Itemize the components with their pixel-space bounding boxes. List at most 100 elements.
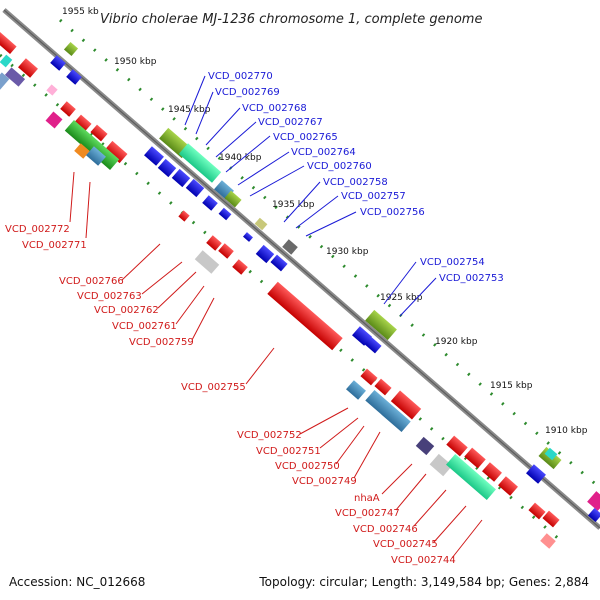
gene-feature: [267, 281, 343, 351]
forward-gene-labels: VCD_002770 VCD_002769 VCD_002768 VCD_002…: [208, 71, 504, 284]
gene-label: VCD_002768: [242, 103, 307, 114]
gene-feature: [429, 453, 453, 477]
gene-features: [0, 32, 600, 549]
gene-feature: [446, 454, 496, 500]
gene-feature: [374, 378, 392, 396]
kbp-label: 1955 kb: [62, 7, 99, 17]
gene-feature: [415, 436, 435, 456]
kbp-label: 1950 kbp: [114, 57, 157, 67]
reverse-gene-labels: VCD_002772 VCD_002771 VCD_002766 VCD_002…: [5, 224, 456, 566]
gene-label: VCD_002747: [335, 508, 400, 519]
gene-label: VCD_002764: [291, 147, 356, 158]
kbp-label: 1910 kbp: [545, 426, 588, 436]
gene-feature: [365, 309, 397, 341]
gene-feature: [542, 510, 560, 528]
gene-feature: [270, 254, 288, 272]
gene-label: VCD_002767: [258, 117, 323, 128]
gene-feature: [464, 447, 486, 469]
kbp-label: 1925 kbp: [380, 293, 423, 303]
gene-feature: [365, 389, 411, 433]
gene-feature: [587, 507, 600, 523]
gene-label: VCD_002753: [439, 273, 504, 284]
gene-label: VCD_002754: [420, 257, 485, 268]
gene-label: VCD_002757: [341, 191, 406, 202]
gene-feature: [0, 72, 10, 90]
gene-label: VCD_002744: [391, 555, 456, 566]
map-title: Vibrio cholerae MJ-1236 chromosome 1, co…: [100, 12, 482, 27]
gene-feature: [74, 143, 90, 159]
kbp-label: 1930 kbp: [326, 247, 369, 257]
forward-leader-lines: [184, 75, 437, 317]
gene-label: VCD_002766: [59, 276, 124, 287]
gene-feature: [528, 502, 546, 520]
kbp-label: 1915 kbp: [490, 381, 533, 391]
gene-feature: [74, 114, 92, 132]
gene-feature: [232, 259, 248, 275]
accession-text: Accession: NC_012668: [9, 575, 145, 589]
kbp-scale: 1955 kb 1950 kbp 1945 kbp 1940 kbp 1935 …: [62, 7, 588, 436]
gene-feature: [4, 67, 26, 87]
gene-feature: [218, 243, 234, 259]
gene-feature: [18, 58, 38, 78]
gene-label: VCD_002769: [215, 87, 280, 98]
gene-feature: [171, 168, 191, 188]
gene-feature: [206, 235, 222, 251]
gene-feature: [66, 69, 82, 85]
gene-feature: [498, 476, 518, 496]
gene-feature: [243, 232, 253, 242]
gene-feature: [224, 190, 242, 208]
gene-feature: [0, 54, 13, 68]
gene-label: VCD_002772: [5, 224, 70, 235]
gene-label: VCD_002755: [181, 382, 246, 393]
gene-label: VCD_002749: [292, 476, 357, 487]
gene-feature: [218, 207, 232, 221]
gene-feature: [446, 435, 468, 457]
gene-feature: [364, 336, 382, 354]
gene-label: VCD_002761: [112, 321, 177, 332]
gene-feature: [254, 217, 268, 231]
gene-feature: [64, 120, 120, 170]
kbp-label: 1945 kbp: [168, 105, 211, 115]
gene-feature: [282, 239, 298, 255]
gene-label: VCD_002762: [94, 305, 159, 316]
gene-label: VCD_002752: [237, 430, 302, 441]
gene-feature: [540, 533, 556, 549]
gene-feature: [90, 124, 108, 142]
gene-label: VCD_002750: [275, 461, 340, 472]
gene-label: VCD_002760: [307, 161, 372, 172]
gene-feature: [346, 380, 366, 400]
kbp-label: 1920 kbp: [435, 337, 478, 347]
gene-label: VCD_002758: [323, 177, 388, 188]
gene-label: VCD_002751: [256, 446, 321, 457]
gene-feature: [0, 32, 17, 54]
gene-feature: [46, 84, 58, 96]
gene-feature: [587, 491, 600, 511]
gene-feature: [86, 146, 106, 166]
genome-summary-text: Topology: circular; Length: 3,149,584 bp…: [258, 575, 589, 589]
gene-feature: [60, 101, 76, 117]
gene-feature: [63, 41, 79, 57]
gene-feature: [104, 140, 128, 164]
gene-feature: [178, 210, 190, 222]
gene-label: VCD_002745: [373, 539, 438, 550]
gene-label: VCD_002771: [22, 240, 87, 251]
gene-feature: [185, 178, 205, 198]
gene-label: VCD_002763: [77, 291, 142, 302]
gene-label: nhaA: [354, 493, 380, 504]
gene-label: VCD_002759: [129, 337, 194, 348]
gene-feature: [144, 146, 164, 166]
reverse-leader-lines: [69, 171, 483, 559]
gene-feature: [526, 464, 546, 484]
gene-feature: [360, 368, 378, 386]
genome-backbone: [2, 8, 600, 530]
gene-feature: [390, 390, 422, 420]
gene-feature: [255, 244, 275, 264]
gene-label: VCD_002770: [208, 71, 273, 82]
gene-feature: [50, 55, 66, 71]
gene-feature: [157, 158, 177, 178]
gene-feature: [352, 326, 372, 346]
kbp-label: 1940 kbp: [219, 153, 262, 163]
gene-feature: [482, 462, 502, 482]
gene-label: VCD_002756: [360, 207, 425, 218]
gene-feature: [194, 250, 220, 274]
